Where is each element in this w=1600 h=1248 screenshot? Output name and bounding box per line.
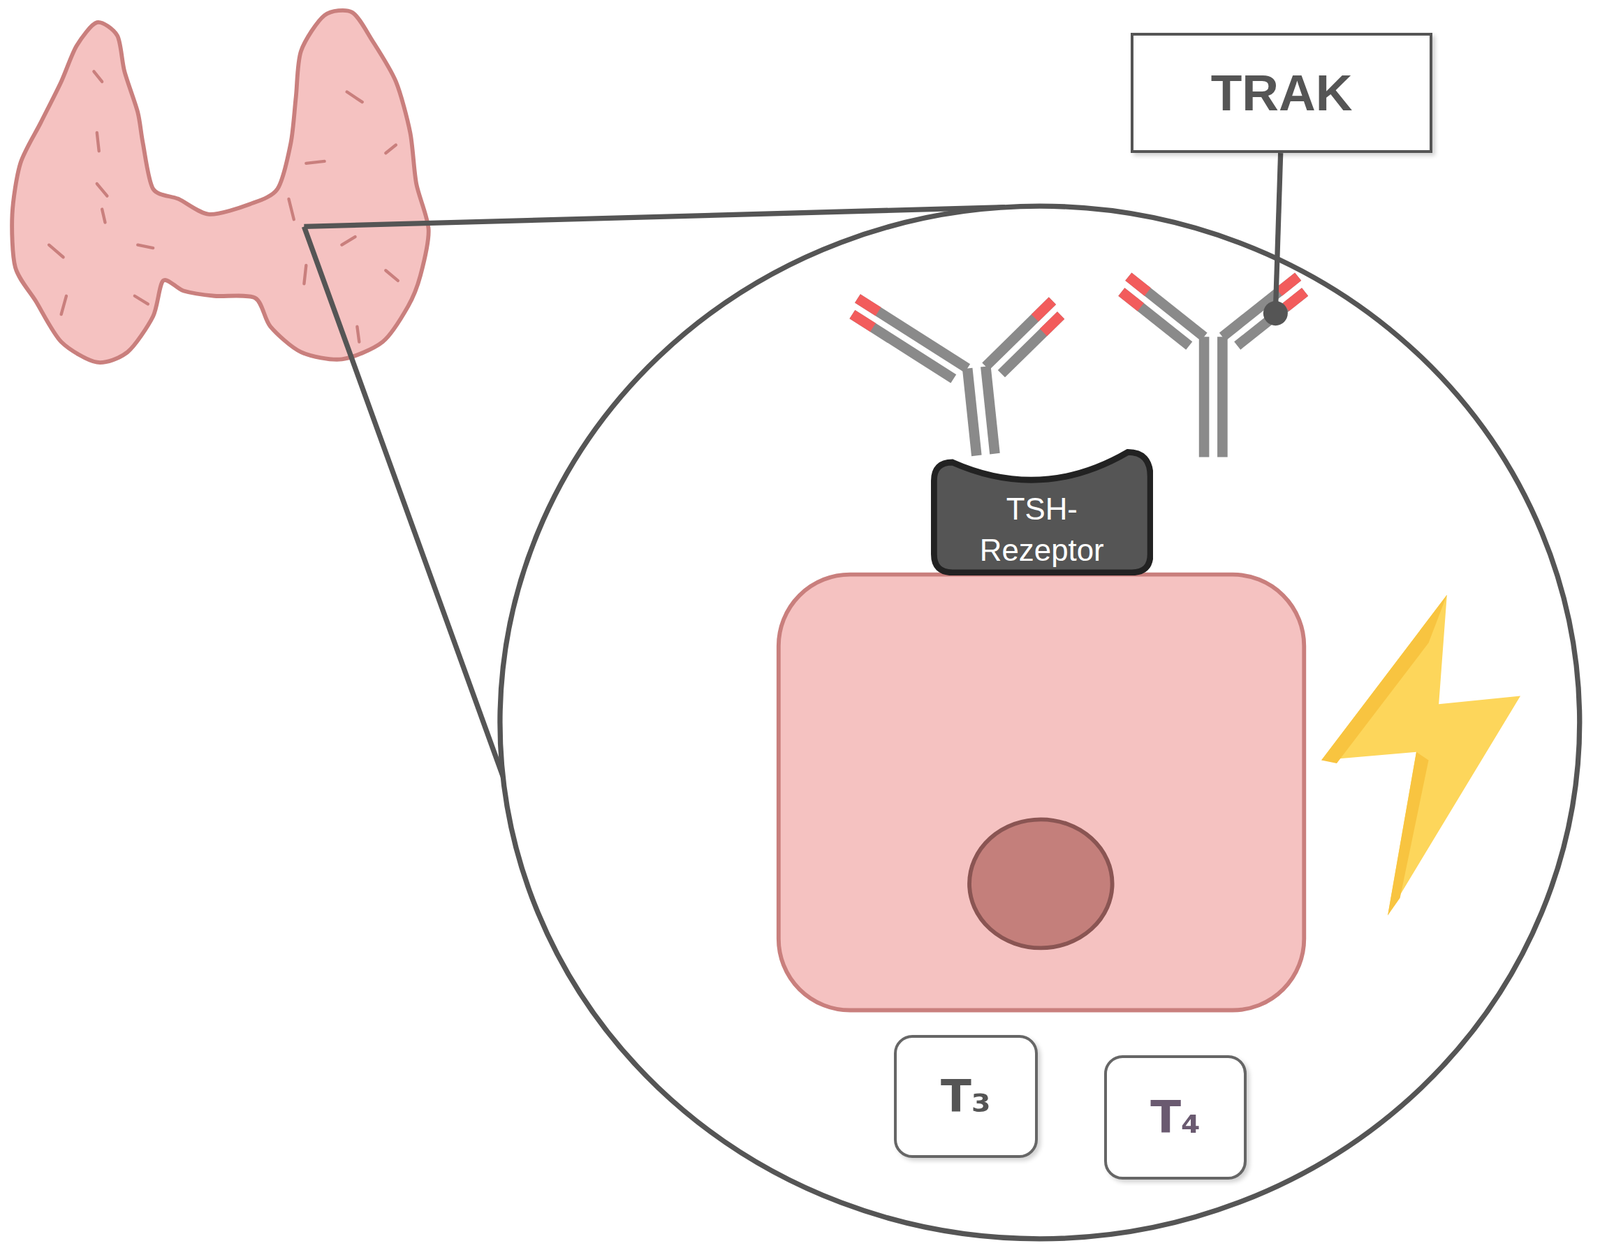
hormone-box: T₄ — [1104, 1055, 1248, 1180]
zoom-circle — [500, 206, 1580, 1239]
thyroid-cell — [778, 574, 1304, 1011]
antigen-binding-tip — [1128, 276, 1148, 292]
thyroid-texture — [61, 296, 67, 315]
antigen-binding-tip — [852, 312, 873, 330]
antigen-binding-tip — [1285, 291, 1305, 308]
thyroid-texture — [356, 326, 359, 343]
leader-line — [1275, 152, 1281, 311]
antibody-chain — [967, 368, 977, 456]
antigen-binding-tip — [1121, 291, 1141, 308]
thyroid-texture — [305, 161, 325, 164]
thyroid-texture — [101, 209, 105, 223]
thyroid-texture — [288, 199, 294, 220]
cell-nucleus — [969, 819, 1113, 948]
thyroid-texture — [93, 71, 102, 82]
antibody-chain — [852, 304, 954, 389]
thyroid-texture — [341, 236, 355, 246]
antibody-chain — [985, 366, 995, 454]
callout-label: TRAK — [1210, 58, 1353, 128]
trak-leader — [1263, 152, 1288, 326]
antigen-binding-tip — [1041, 315, 1063, 334]
hormone-label: T₃ — [940, 1066, 992, 1128]
antibody — [850, 277, 1075, 467]
antibodies — [850, 276, 1305, 468]
antibody-chain — [1121, 291, 1190, 346]
hormone-box: T₃ — [893, 1035, 1038, 1159]
thyroid-texture — [48, 245, 63, 258]
lightning-bolt-shade — [1387, 752, 1429, 916]
antibody-chain — [995, 315, 1067, 375]
antigen-binding-tip — [1278, 276, 1298, 292]
lightning-bolt — [1321, 595, 1521, 916]
receptor-outline — [933, 451, 1151, 572]
antibody-chain — [1237, 291, 1306, 346]
receptor-box: TSH-Rezeptor — [930, 449, 1154, 576]
thyroid-texture — [303, 265, 306, 284]
receptor-label: TSH-Rezeptor — [965, 488, 1119, 571]
lightning-bolt-shape — [1321, 595, 1521, 916]
lightning-bolt-shade — [1321, 595, 1448, 764]
antigen-binding-tip — [1033, 301, 1055, 319]
thyroid-texture — [97, 183, 108, 197]
antibody-chain — [1217, 336, 1228, 457]
antibody-chain — [1199, 336, 1210, 457]
antibody — [1121, 276, 1306, 457]
thyroid-texture — [134, 296, 149, 305]
antigen-binding-tip — [857, 296, 879, 314]
thyroid-texture — [347, 92, 363, 103]
thyroid-texture — [97, 132, 100, 151]
label-box: TRAK — [1130, 32, 1433, 153]
thyroid-texture — [385, 145, 396, 154]
leader-dot — [1263, 301, 1288, 326]
thyroid-outline — [11, 10, 429, 363]
thyroid-texture — [385, 270, 399, 281]
hormone-label: T₄ — [1150, 1087, 1201, 1149]
thyroid-texture — [137, 245, 153, 248]
thyroid-gland — [11, 10, 429, 363]
